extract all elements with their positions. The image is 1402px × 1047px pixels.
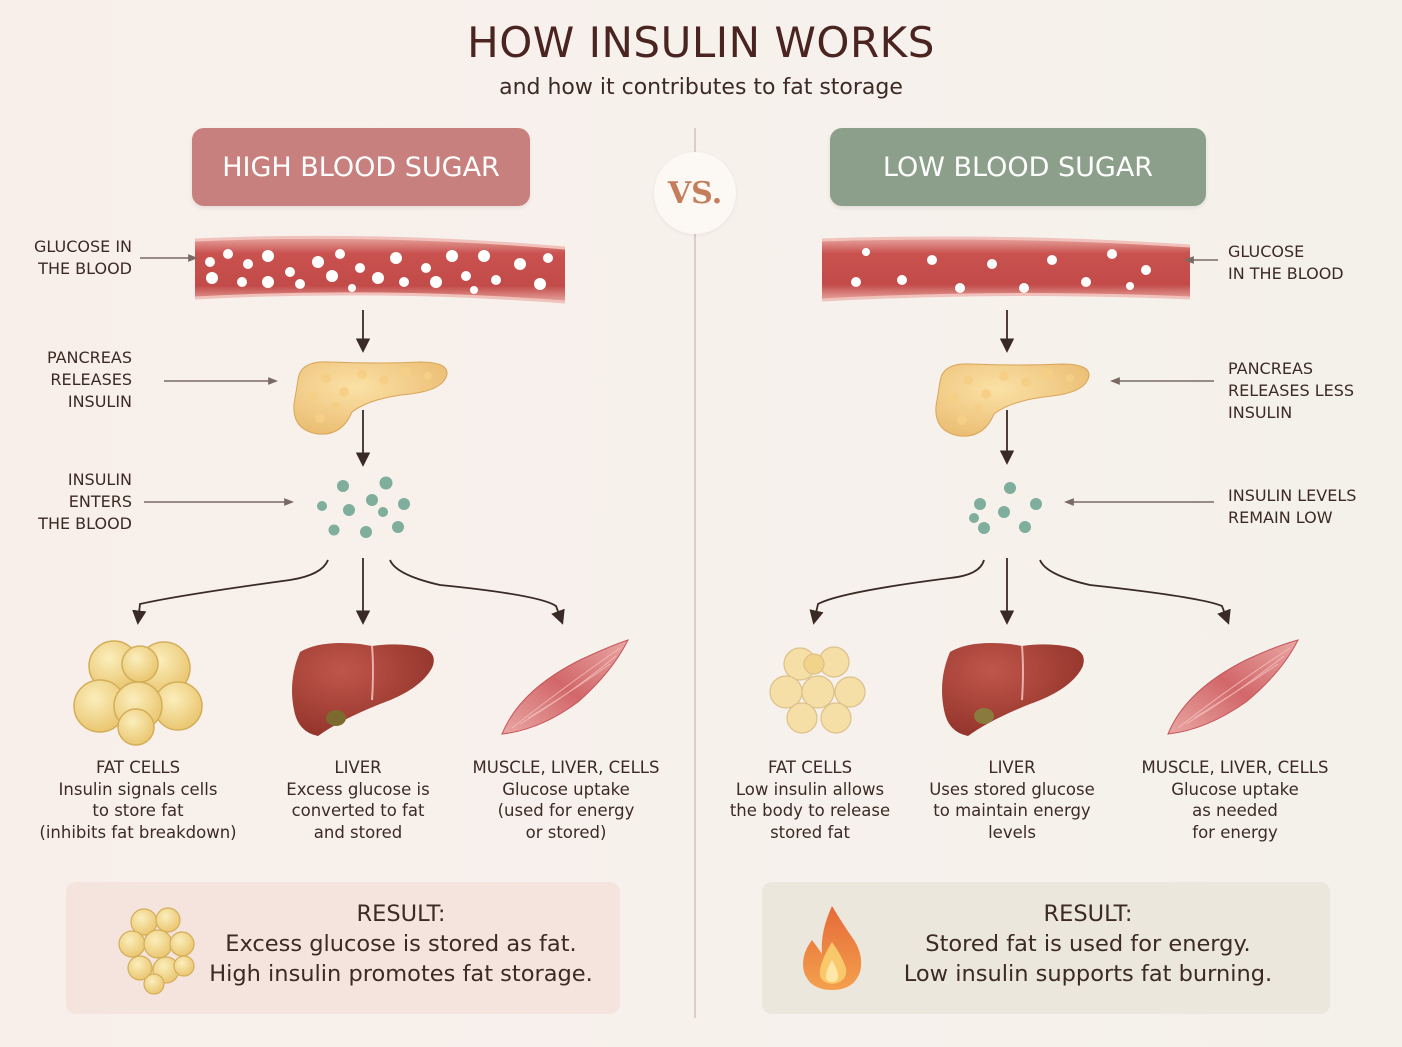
outcome-caption: MUSCLE, LIVER, CELLS Glucose uptake (use… <box>460 757 672 843</box>
outcome-heading: LIVER <box>334 758 382 777</box>
outcome-caption: FAT CELLS Low insulin allows the body to… <box>722 757 898 843</box>
muscle-icon <box>501 639 629 735</box>
outcome-heading: FAT CELLS <box>767 758 853 777</box>
outcome-line: or stored) <box>525 822 607 842</box>
fat-cells-icon <box>769 646 866 734</box>
outcome-caption: MUSCLE, LIVER, CELLS Glucose uptake as n… <box>1130 757 1340 843</box>
center-divider <box>694 128 696 1018</box>
pancreas-icon <box>935 363 1090 437</box>
outcome-line: to maintain energy <box>933 801 1091 820</box>
outcome-line: Glucose uptake <box>502 779 630 799</box>
outcome-caption: FAT CELLS Insulin signals cells to store… <box>36 757 240 843</box>
outcome-line: Uses stored glucose <box>929 779 1095 799</box>
blood-vessel-icon <box>194 235 566 304</box>
page-subtitle: and how it contributes to fat storage <box>499 75 903 100</box>
outcome-line: (inhibits fat breakdown) <box>39 822 237 842</box>
label-pointer-arrows <box>140 254 1218 506</box>
flow-arrows <box>132 310 1231 625</box>
blood-vessel-icon <box>821 236 1191 302</box>
result-line: Excess glucose is stored as fat. <box>225 931 577 957</box>
result-line: Low insulin supports fat burning. <box>903 961 1273 987</box>
pancreas-icon <box>293 361 448 435</box>
muscle-icon <box>1167 639 1299 735</box>
outcome-line: (used for energy <box>497 801 635 820</box>
low-blood-sugar-header: LOW BLOOD SUGAR <box>830 128 1206 206</box>
outcome-line: Excess glucose is <box>286 779 430 799</box>
liver-icon <box>292 643 434 736</box>
outcome-line: stored fat <box>770 822 850 842</box>
insulin-dots-icon <box>969 482 1042 534</box>
liver-icon <box>942 643 1084 736</box>
result-heading: RESULT: <box>1043 901 1133 927</box>
pancreas-label-high: PANCREAS RELEASES INSULIN <box>46 348 132 411</box>
outcome-heading: MUSCLE, LIVER, CELLS <box>1141 758 1329 777</box>
outcome-heading: LIVER <box>988 758 1036 777</box>
result-text-high: RESULT: Excess glucose is stored as fat.… <box>196 899 606 989</box>
outcome-line: Low insulin allows <box>735 779 885 799</box>
outcome-line: levels <box>988 822 1036 842</box>
result-heading: RESULT: <box>356 901 446 927</box>
result-line: High insulin promotes fat storage. <box>209 961 593 987</box>
outcome-line: as needed <box>1192 801 1278 820</box>
outcome-heading: MUSCLE, LIVER, CELLS <box>472 758 660 777</box>
insulin-dots-icon <box>317 476 410 538</box>
outcome-line: converted to fat <box>291 801 425 820</box>
pancreas-label-low: PANCREAS RELEASES LESS INSULIN <box>1228 359 1355 422</box>
outcome-line: Insulin signals cells <box>58 779 218 799</box>
high-blood-sugar-header: HIGH BLOOD SUGAR <box>192 128 530 206</box>
outcome-heading: FAT CELLS <box>95 758 181 777</box>
result-text-low: RESULT: Stored fat is used for energy. L… <box>882 899 1294 989</box>
glucose-label-high: GLUCOSE IN THE BLOOD <box>33 237 132 278</box>
glucose-label-low: GLUCOSE IN THE BLOOD <box>1228 242 1344 283</box>
insulin-label-high: INSULIN ENTERS THE BLOOD <box>38 470 132 533</box>
outcome-caption: LIVER Excess glucose is converted to fat… <box>268 757 448 843</box>
insulin-label-low: INSULIN LEVELS REMAIN LOW <box>1228 486 1357 527</box>
outcome-line: Glucose uptake <box>1171 779 1299 799</box>
fat-cluster-icon <box>118 907 195 995</box>
outcome-line: to store fat <box>92 801 184 820</box>
outcome-line: for energy <box>1192 822 1278 842</box>
outcome-caption: LIVER Uses stored glucose to maintain en… <box>918 757 1106 843</box>
result-box-low: RESULT: Stored fat is used for energy. L… <box>762 882 1330 1014</box>
outcome-line: the body to release <box>729 801 891 820</box>
outcome-line: and stored <box>313 822 403 842</box>
flame-icon <box>803 906 862 990</box>
page-title: HOW INSULIN WORKS <box>467 18 935 67</box>
fat-cells-icon <box>73 640 203 746</box>
vs-badge: VS. <box>654 152 736 234</box>
result-box-high: RESULT: Excess glucose is stored as fat.… <box>66 882 620 1014</box>
result-line: Stored fat is used for energy. <box>925 931 1251 957</box>
